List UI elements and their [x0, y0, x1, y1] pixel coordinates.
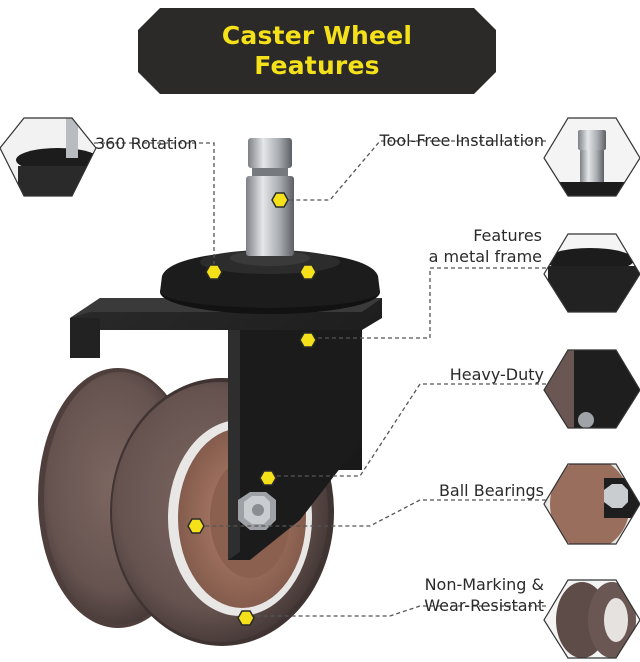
marker-rotation: [205, 264, 223, 280]
banner-title: Caster Wheel Features: [138, 21, 496, 81]
leader-non-marking: [246, 605, 546, 617]
marker-tire: [237, 610, 255, 626]
marker-plate: [299, 264, 317, 280]
label-metal-frame-line2: a metal frame: [428, 247, 542, 266]
leader-metal-frame: [308, 267, 546, 339]
banner-title-line1: Caster Wheel: [221, 21, 413, 50]
leader-ball-bearings: [200, 499, 546, 527]
marker-stem: [271, 192, 289, 208]
leader-heavy-duty: [268, 383, 546, 477]
label-metal-frame-line1: Features: [473, 226, 542, 245]
label-tool-free: Tool-Free Installation: [379, 131, 544, 150]
marker-bearing: [187, 518, 205, 534]
leader-lines: [94, 140, 546, 617]
leader-tool-free: [280, 140, 546, 201]
axle-bolt: [238, 492, 276, 530]
marker-frame: [299, 332, 317, 348]
inset-rotation: [0, 117, 97, 197]
marker-heavy: [259, 470, 277, 486]
label-non-marking: Non-Marking & Wear-Resistant: [424, 574, 544, 616]
inset-metal-frame: [543, 233, 640, 313]
inset-heavy-duty: [543, 349, 640, 429]
label-ball-bearings: Ball Bearings: [438, 481, 544, 500]
swivel-plate: [160, 250, 380, 314]
title-banner: Caster Wheel Features: [138, 8, 496, 94]
label-heavy-duty: Heavy-Duty: [449, 365, 544, 384]
inset-non-marking: [543, 579, 640, 659]
label-non-marking-line1: Non-Marking &: [424, 575, 544, 594]
leader-rotation: [94, 142, 215, 272]
label-metal-frame: Features a metal frame: [429, 225, 542, 267]
hex-markers: [187, 192, 317, 626]
inset-tool-free: [543, 117, 640, 197]
banner-octagon-shape: [138, 8, 496, 94]
banner-title-line2: Features: [254, 51, 380, 80]
label-non-marking-line2: Wear-Resistant: [424, 596, 544, 615]
inset-ball-bearings: [543, 463, 640, 545]
label-rotation: 360 Rotation: [95, 134, 198, 153]
